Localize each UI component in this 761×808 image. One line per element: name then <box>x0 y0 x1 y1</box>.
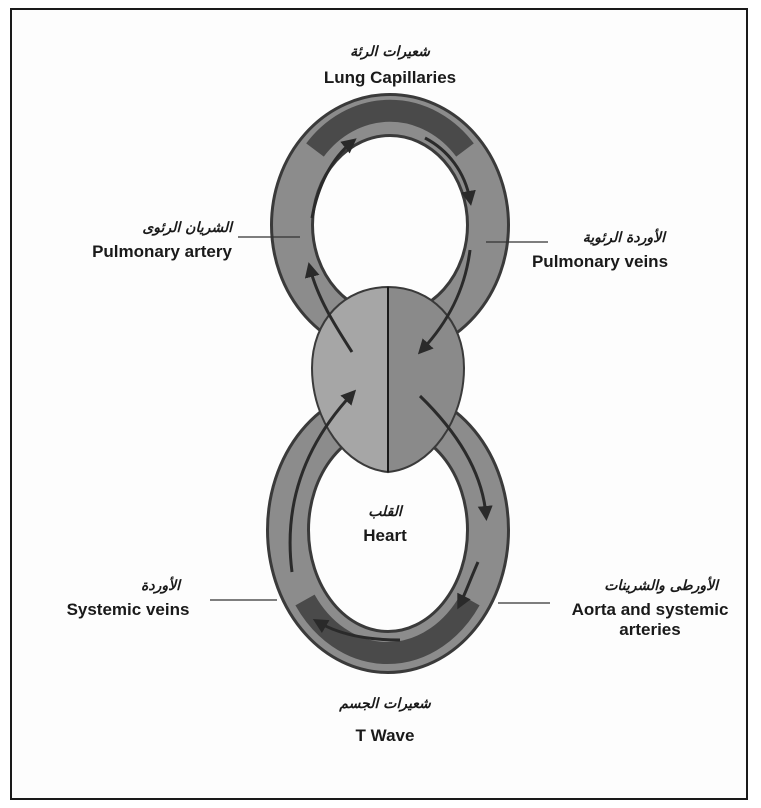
label-systemic-veins: الأوردة Systemic veins <box>38 578 218 620</box>
label-aorta-en-line1: Aorta and systemic <box>550 600 750 620</box>
label-aorta-ar: الأورطى والشرينات <box>550 578 750 594</box>
label-pulmonary-artery-ar: الشريان الرئوى <box>62 220 262 236</box>
label-aorta-en-line2: arteries <box>550 620 750 640</box>
label-systemic-veins-ar: الأوردة <box>38 578 218 594</box>
label-lung-capillaries-en: Lung Capillaries <box>290 68 490 88</box>
label-pulmonary-artery-en: Pulmonary artery <box>62 242 262 262</box>
label-body-capillaries: شعيرات الجسم T Wave <box>290 696 480 746</box>
label-systemic-veins-en: Systemic veins <box>38 600 218 620</box>
label-body-capillaries-ar: شعيرات الجسم <box>290 696 480 712</box>
label-body-capillaries-en: T Wave <box>290 726 480 746</box>
label-lung-capillaries-ar: شعيرات الرئة <box>290 44 490 60</box>
label-heart: القلب Heart <box>320 504 450 546</box>
label-aorta: الأورطى والشرينات Aorta and systemic art… <box>550 578 750 640</box>
label-pulmonary-veins-en: Pulmonary veins <box>500 252 700 272</box>
label-pulmonary-veins: الأوردة الرئوية Pulmonary veins <box>500 230 700 272</box>
label-pulmonary-veins-ar: الأوردة الرئوية <box>500 230 700 246</box>
label-pulmonary-artery: الشريان الرئوى Pulmonary artery <box>62 220 262 262</box>
label-lung-capillaries: شعيرات الرئة Lung Capillaries <box>290 44 490 88</box>
label-heart-ar: القلب <box>320 504 450 520</box>
label-heart-en: Heart <box>320 526 450 546</box>
